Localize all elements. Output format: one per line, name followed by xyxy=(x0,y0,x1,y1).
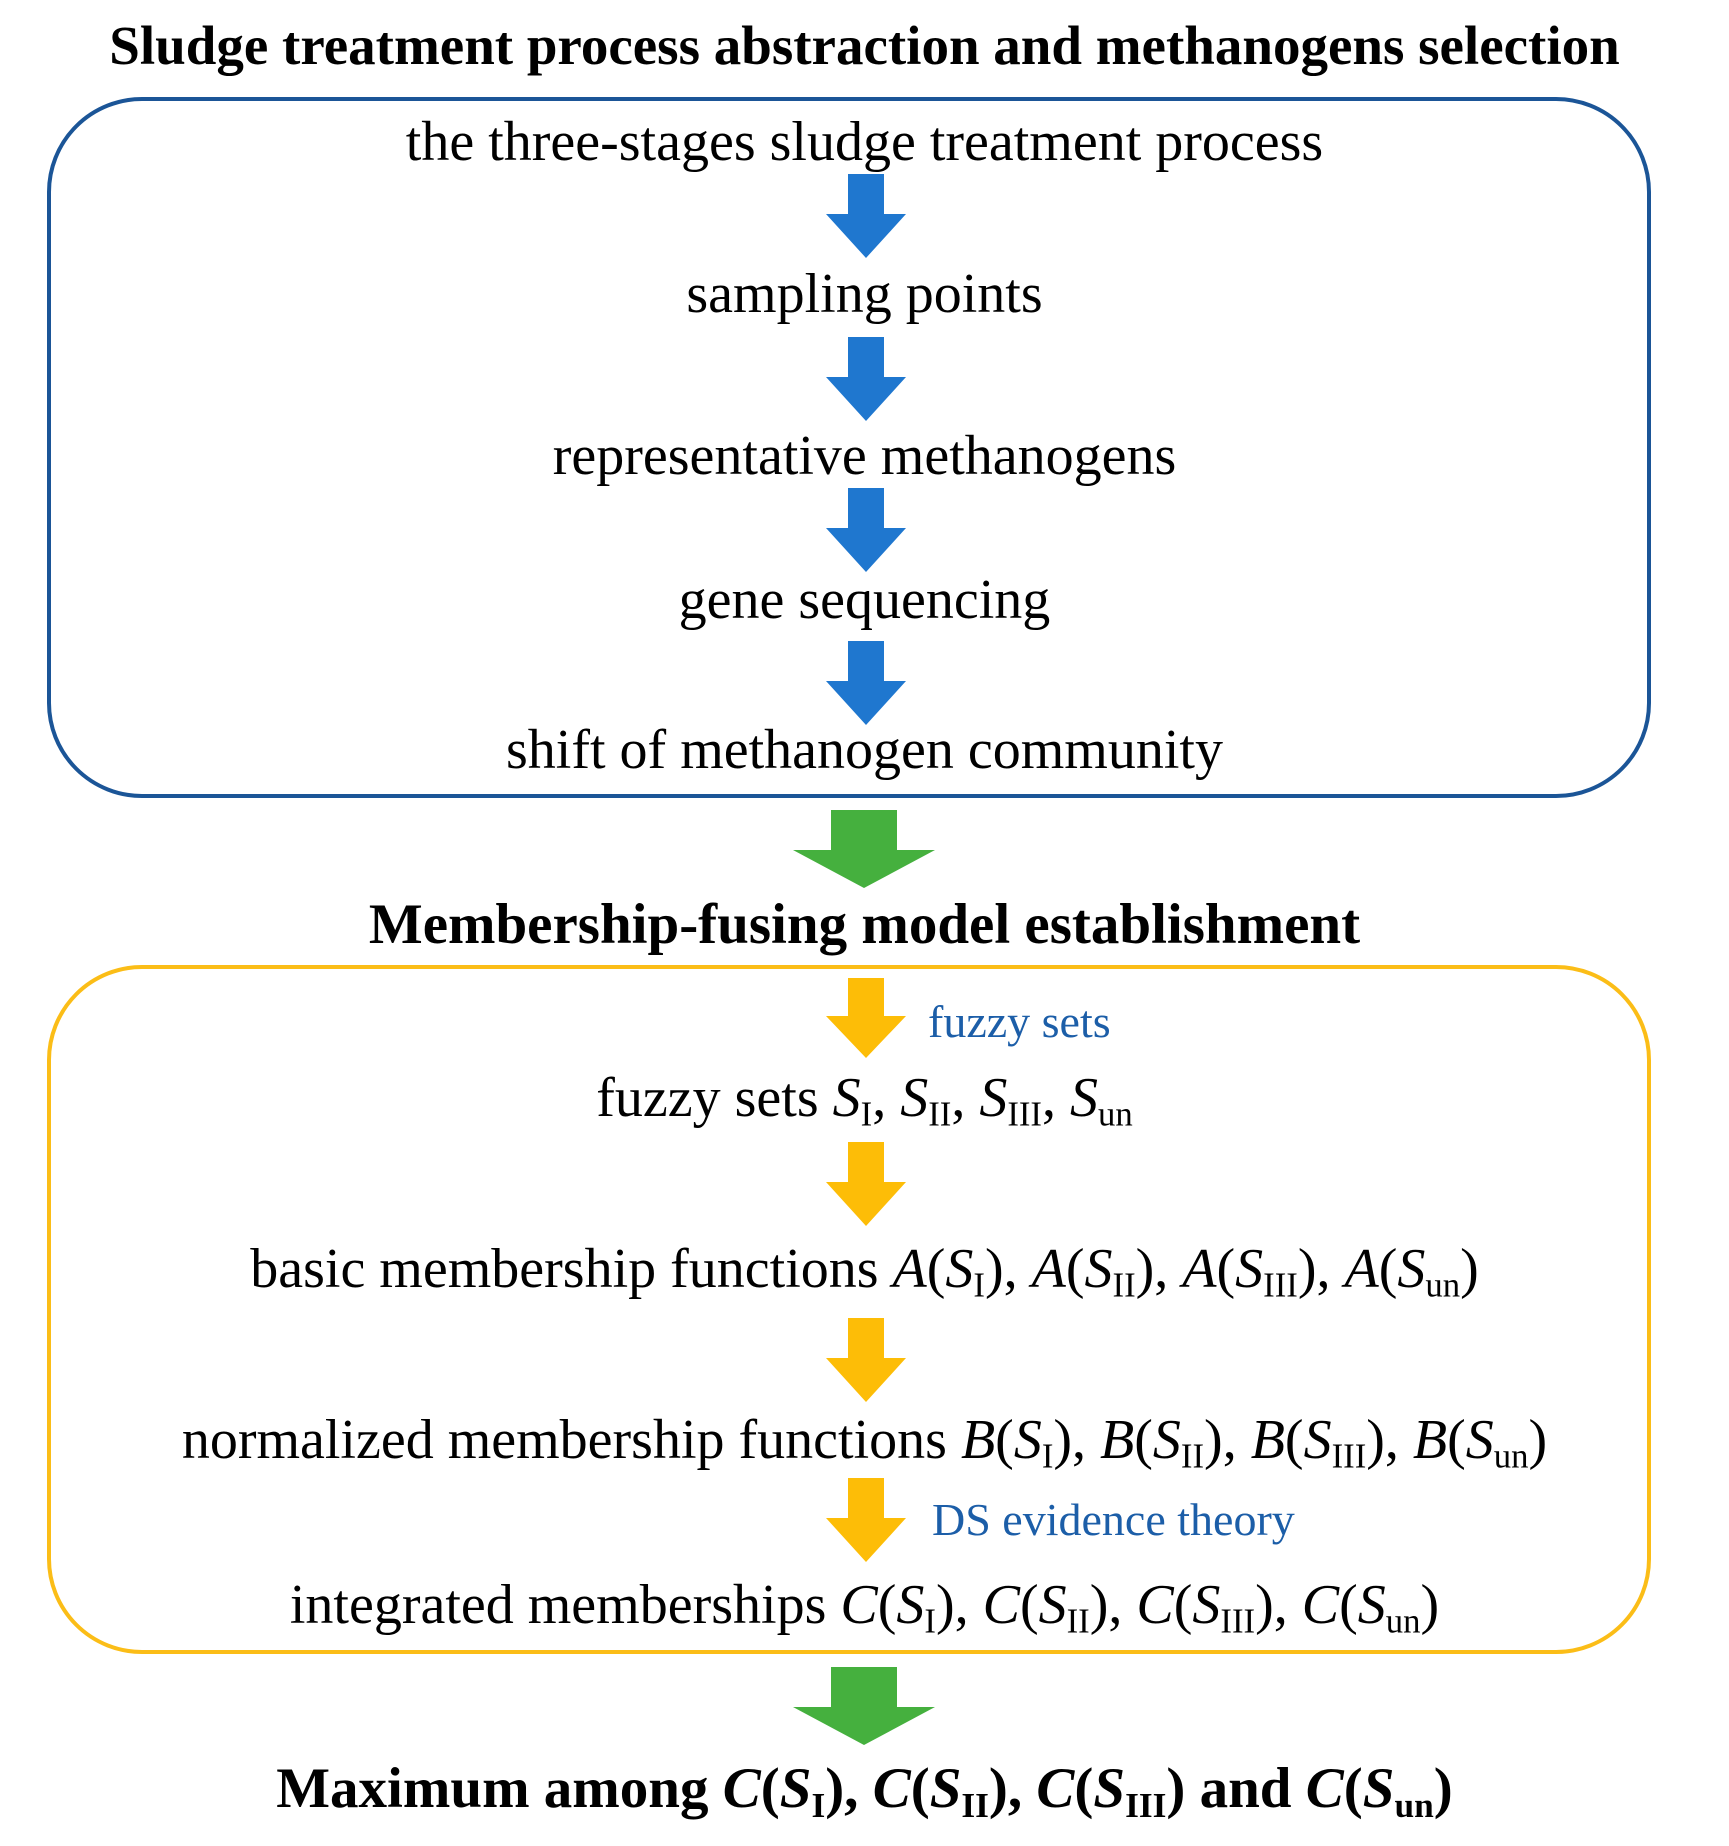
section1-heading: Sludge treatment process abstraction and… xyxy=(109,15,1620,76)
symbol-s: S xyxy=(1235,1238,1264,1300)
step-basic-membership: basic membership functions A(SI), A(SII)… xyxy=(250,1238,1479,1305)
step-integrated-memberships-text: integrated memberships xyxy=(289,1574,841,1636)
subscript: un xyxy=(1425,1265,1461,1305)
symbol-s: S xyxy=(1192,1574,1221,1636)
blue-down-arrow xyxy=(826,641,906,725)
blue-down-arrow xyxy=(826,174,906,258)
stage2-box xyxy=(47,965,1651,1654)
symbol-s: S xyxy=(979,1067,1008,1129)
step-fuzzy-sets: fuzzy sets SI, SII, SIII, Sun xyxy=(596,1067,1133,1134)
step-representative-methanogens: representative methanogens xyxy=(552,425,1177,487)
symbol-s: S xyxy=(832,1067,861,1129)
symbol-a: A xyxy=(1344,1238,1379,1300)
step-sampling-points: sampling points xyxy=(686,263,1043,325)
subscript: II xyxy=(1066,1601,1090,1641)
subscript: un xyxy=(1394,1785,1434,1825)
blue-down-arrow xyxy=(826,488,906,572)
symbol-s: S xyxy=(1465,1409,1494,1471)
yellow-down-arrow xyxy=(826,978,906,1058)
subscript: III xyxy=(1007,1094,1042,1134)
symbol-s: S xyxy=(929,1757,962,1820)
subscript: II xyxy=(1112,1265,1136,1305)
symbol-c: C xyxy=(840,1574,878,1636)
subscript: I xyxy=(860,1094,873,1134)
subscript: II xyxy=(1180,1436,1205,1476)
subscript: III xyxy=(1220,1601,1256,1641)
blue-down-arrow xyxy=(826,337,906,421)
subscript: II xyxy=(961,1785,989,1825)
green-down-arrow xyxy=(793,1667,935,1745)
symbol-c: C xyxy=(982,1574,1020,1636)
symbol-c: C xyxy=(1136,1574,1174,1636)
symbol-s: S xyxy=(1084,1238,1113,1300)
subscript: III xyxy=(1263,1265,1298,1305)
step-fuzzy-sets-text: fuzzy sets xyxy=(596,1067,833,1129)
symbol-s: S xyxy=(1397,1238,1426,1300)
step-shift-community: shift of methanogen community xyxy=(506,719,1223,781)
subscript: I xyxy=(924,1601,936,1641)
symbol-a: A xyxy=(1182,1238,1217,1300)
final-heading-text: Maximum among xyxy=(276,1757,723,1820)
subscript: un xyxy=(1385,1601,1421,1641)
subscript: I xyxy=(1041,1436,1054,1476)
symbol-s: S xyxy=(1038,1574,1067,1636)
step-three-stages: the three-stages sludge treatment proces… xyxy=(405,111,1324,173)
annotation-fuzzy-sets: fuzzy sets xyxy=(928,996,1111,1047)
symbol-c: C xyxy=(722,1757,761,1820)
symbol-b: B xyxy=(1412,1409,1448,1471)
symbol-s: S xyxy=(1362,1757,1395,1820)
symbol-s: S xyxy=(1152,1409,1181,1471)
subscript: III xyxy=(1125,1785,1167,1825)
yellow-down-arrow xyxy=(826,1478,906,1562)
section2-heading: Membership-fusing model establishment xyxy=(368,893,1361,956)
step-gene-sequencing: gene sequencing xyxy=(678,569,1051,631)
subscript: II xyxy=(928,1094,952,1134)
symbol-s: S xyxy=(1357,1574,1386,1636)
symbol-s: S xyxy=(1303,1409,1332,1471)
symbol-s: S xyxy=(900,1067,929,1129)
symbol-s: S xyxy=(945,1238,974,1300)
symbol-b: B xyxy=(1100,1409,1135,1471)
symbol-s: S xyxy=(1013,1409,1042,1471)
final-heading-joiner: and xyxy=(1185,1757,1306,1820)
green-down-arrow xyxy=(793,810,935,888)
symbol-b: B xyxy=(960,1409,996,1471)
subscript: I xyxy=(973,1265,985,1305)
yellow-down-arrow xyxy=(826,1318,906,1402)
subscript: I xyxy=(811,1785,826,1825)
symbol-s: S xyxy=(896,1574,925,1636)
subscript: un xyxy=(1098,1094,1133,1134)
symbol-b: B xyxy=(1250,1409,1285,1471)
final-heading: Maximum among C(SI), C(SII), C(SIII) and… xyxy=(276,1757,1453,1825)
symbol-a: A xyxy=(892,1238,927,1300)
stage1-box xyxy=(47,97,1651,798)
symbol-s: S xyxy=(1093,1757,1126,1820)
symbol-s: S xyxy=(1070,1067,1098,1129)
symbol-s: S xyxy=(779,1757,812,1820)
symbol-a: A xyxy=(1031,1238,1066,1300)
subscript: un xyxy=(1493,1436,1529,1476)
symbol-c: C xyxy=(1301,1574,1340,1636)
symbol-c: C xyxy=(1036,1757,1075,1820)
annotation-ds-evidence-theory: DS evidence theory xyxy=(932,1494,1295,1545)
symbol-c: C xyxy=(872,1757,911,1820)
step-integrated-memberships: integrated memberships C(SI), C(SII), C(… xyxy=(289,1574,1440,1641)
symbol-c: C xyxy=(1305,1757,1344,1820)
step-normalized-membership: normalized membership functions B(SI), B… xyxy=(181,1409,1548,1476)
step-basic-membership-text: basic membership functions xyxy=(250,1238,893,1300)
yellow-down-arrow xyxy=(826,1142,906,1226)
step-normalized-membership-text: normalized membership functions xyxy=(181,1409,961,1471)
subscript: III xyxy=(1331,1436,1367,1476)
